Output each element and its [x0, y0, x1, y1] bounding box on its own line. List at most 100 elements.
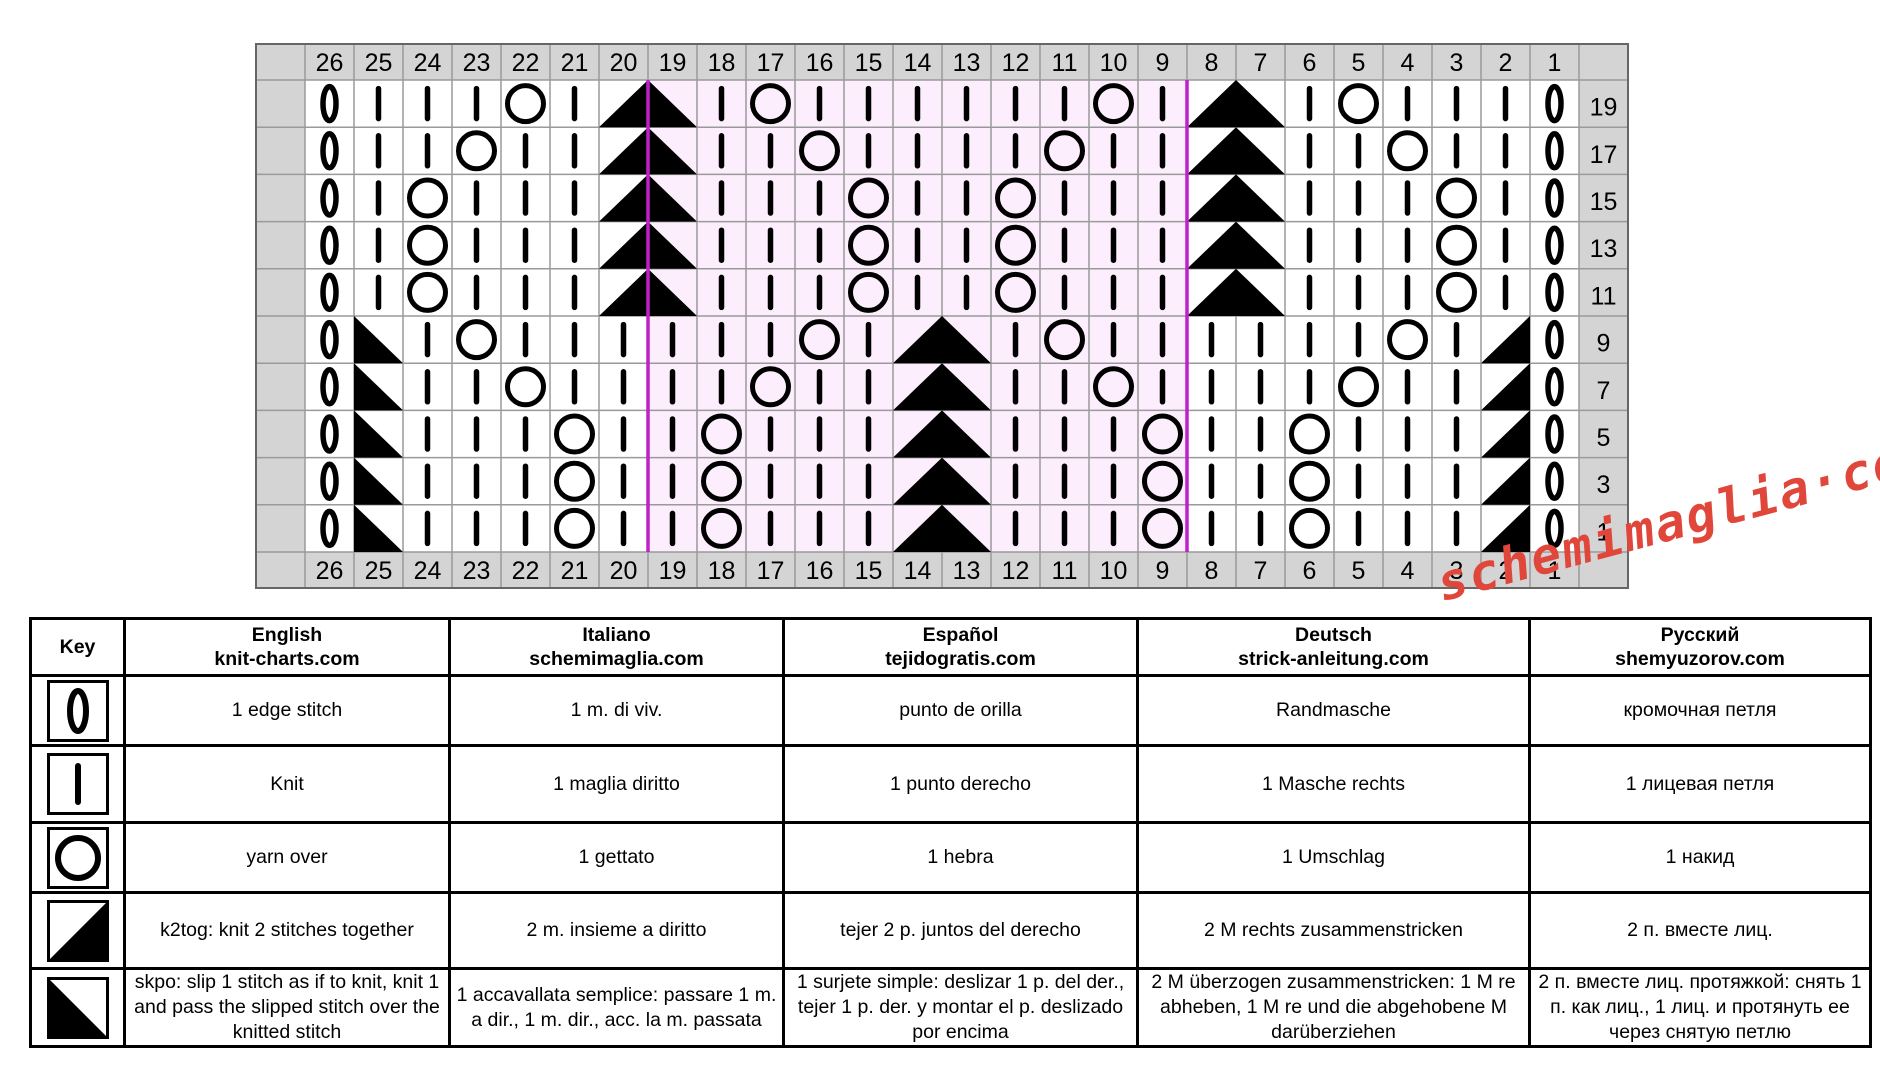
decrease-left-half: [599, 221, 648, 269]
key-text: 1 punto derecho: [782, 744, 1139, 824]
yarn-over-stitch: [456, 319, 497, 361]
decrease-right-half: [648, 174, 697, 222]
yarn-over-stitch: [848, 177, 889, 219]
key-text: 1 m. di viv.: [448, 674, 785, 747]
column-number-bottom: 10: [1100, 557, 1128, 585]
edge-stitch: [320, 319, 339, 360]
column-number-top: 5: [1352, 49, 1366, 77]
yarn-over-stitch: [701, 507, 742, 549]
yarn-over-stitch: [1338, 83, 1379, 125]
column-number-bottom: 2: [1499, 557, 1513, 585]
row-number: 7: [1597, 377, 1611, 405]
key-symbol-cell: [29, 967, 126, 1048]
skpo-stitch: [354, 457, 403, 505]
column-number-top: 4: [1401, 49, 1415, 77]
skpo-stitch: [354, 363, 403, 411]
yarn-over-stitch: [701, 460, 742, 502]
column-number-bottom: 3: [1450, 557, 1464, 585]
edge-stitch: [1545, 508, 1564, 549]
column-number-top: 7: [1254, 49, 1268, 77]
row-number: 3: [1597, 471, 1611, 499]
k2tog-stitch: [1481, 457, 1530, 505]
chart-border: [255, 43, 1629, 589]
yarn-over-stitch: [995, 271, 1036, 313]
column-number-top: 8: [1205, 49, 1219, 77]
edge-stitch: [320, 131, 339, 171]
column-number-bottom: 6: [1303, 557, 1317, 585]
yarn-over-stitch: [1338, 366, 1379, 408]
skpo-icon: [49, 979, 106, 1036]
key-symbol-cell: [29, 821, 126, 894]
edge-stitch: [320, 367, 339, 407]
yarn-over-stitch: [1142, 507, 1183, 549]
decrease-right-half: [648, 80, 697, 128]
decrease-right-half: [1236, 127, 1285, 175]
yarn-over-stitch: [1387, 130, 1428, 172]
yarn-over-stitch: [995, 224, 1036, 266]
decrease-right-half: [942, 363, 991, 411]
edge-stitch: [1545, 131, 1564, 171]
column-number-top: 11: [1052, 49, 1078, 77]
yarn-over-stitch: [1093, 83, 1134, 125]
key-text: 1 gettato: [448, 821, 785, 894]
key-text: 2 п. вместе лиц. протяжкой: снять 1 п. к…: [1528, 967, 1872, 1048]
yarn-over-stitch: [554, 413, 595, 455]
key-row-k2tog: k2tog: knit 2 stitches together 2 m. ins…: [29, 891, 1872, 970]
column-number-top: 3: [1450, 49, 1464, 77]
column-number-bottom: 12: [1002, 557, 1030, 585]
edge-stitch: [1545, 83, 1564, 124]
decrease-left-half: [599, 80, 648, 128]
yarn-over-stitch: [407, 177, 448, 219]
k2tog-stitch: [1481, 363, 1530, 411]
decrease-right-half: [648, 127, 697, 175]
skpo-stitch: [354, 504, 403, 552]
decrease-right-half: [648, 221, 697, 269]
yarn-over-stitch: [505, 366, 546, 408]
column-number-bottom: 25: [365, 557, 393, 585]
edge-stitch: [1545, 272, 1564, 313]
column-number-bottom: 20: [610, 557, 638, 585]
yarn-over-stitch: [750, 83, 791, 125]
yarn-over-stitch: [1142, 413, 1183, 455]
decrease-right-half: [1236, 80, 1285, 128]
yarn-over-stitch: [1289, 413, 1330, 455]
decrease-left-half: [599, 268, 648, 316]
column-number-bottom: 11: [1052, 557, 1078, 585]
column-number-bottom: 23: [463, 557, 491, 585]
yarn-over-stitch: [1289, 460, 1330, 502]
key-text: 2 M überzogen zusammenstricken: 1 M re a…: [1136, 967, 1531, 1048]
column-number-bottom: 1: [1548, 557, 1562, 585]
column-number-top: 24: [414, 49, 442, 77]
column-number-bottom: 5: [1352, 557, 1366, 585]
column-number-bottom: 13: [953, 557, 981, 585]
row-number: 5: [1597, 424, 1611, 452]
key-row-skpo: skpo: slip 1 stitch as if to knit, knit …: [29, 967, 1872, 1048]
decrease-right-half: [942, 316, 991, 364]
key-text: кромочная петля: [1528, 674, 1872, 747]
column-number-top: 13: [953, 49, 981, 77]
edge-stitch: [1545, 319, 1564, 360]
yarn-over-stitch: [407, 271, 448, 313]
yarn-over-stitch: [1436, 271, 1477, 313]
decrease-left-half: [893, 457, 942, 505]
knit-icon: [74, 763, 81, 805]
decrease-left-half: [1187, 127, 1236, 175]
row-number: 15: [1590, 188, 1618, 216]
column-number-top: 18: [708, 49, 736, 77]
column-number-top: 16: [806, 49, 834, 77]
decrease-left-half: [1187, 80, 1236, 128]
yarn-over-stitch: [1436, 224, 1477, 266]
yarn-over-stitch: [456, 130, 497, 172]
yarn-over-stitch: [848, 271, 889, 313]
edge-stitch: [320, 414, 339, 454]
key-row-knit: Knit 1 maglia diritto 1 punto derecho 1 …: [29, 744, 1872, 824]
row-number: 19: [1590, 94, 1618, 122]
key-text: 2 m. insieme a diritto: [448, 891, 785, 970]
decrease-right-half: [1236, 221, 1285, 269]
edge-stitch: [320, 461, 339, 501]
